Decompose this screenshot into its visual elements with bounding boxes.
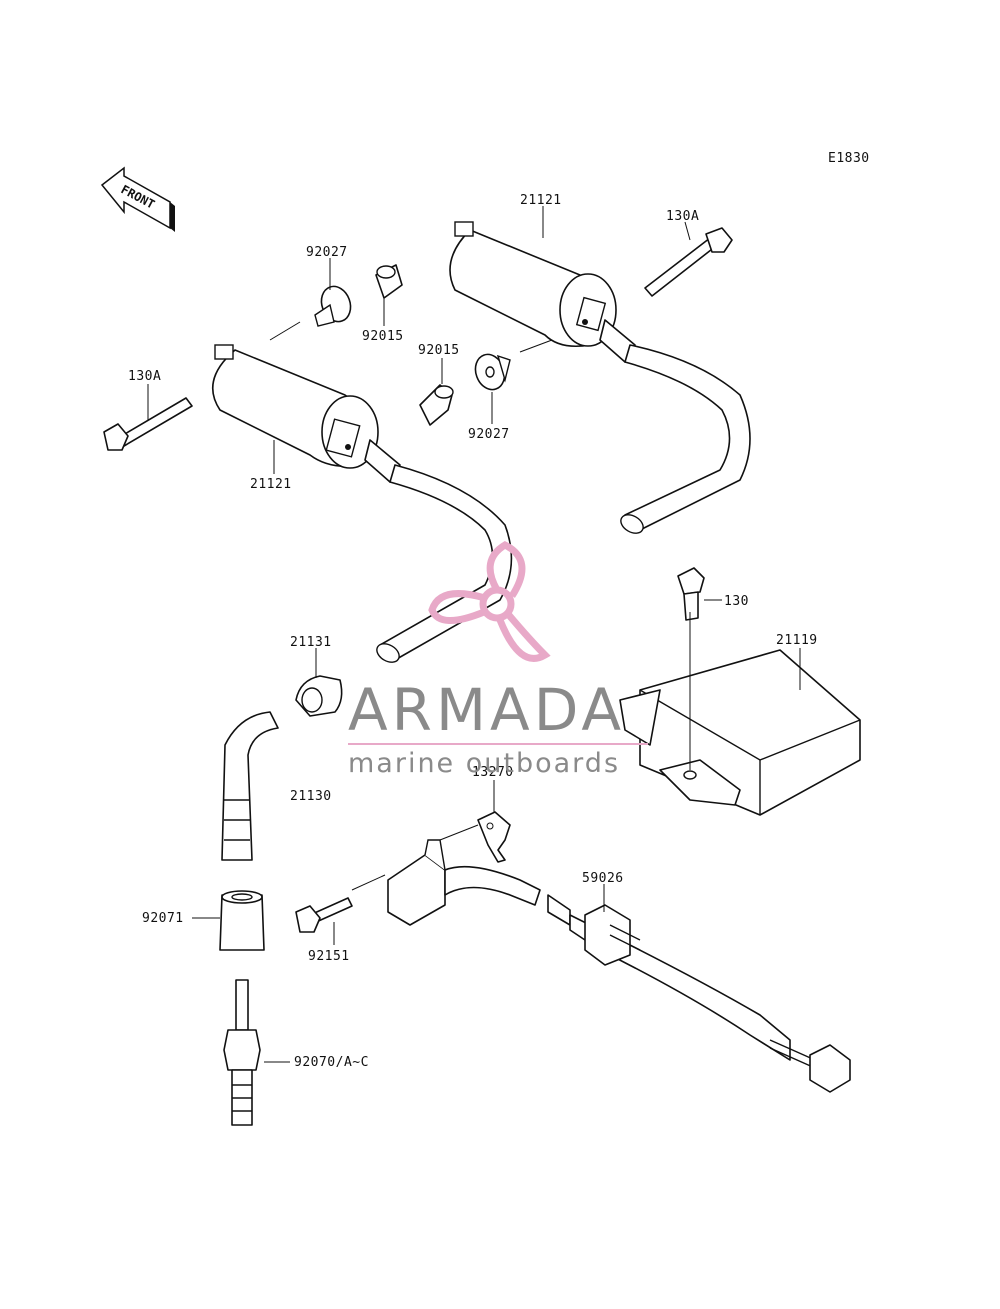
spark-plug-92070	[223, 979, 261, 1126]
bolt-130	[677, 567, 705, 621]
collar-92015-mid	[419, 384, 454, 426]
plug-boot-92071	[219, 890, 265, 951]
label-13270: 13270	[472, 765, 514, 780]
plug-cap-21131	[295, 675, 343, 717]
label-21130: 21130	[290, 789, 332, 804]
label-130A-upper: 130A	[666, 209, 699, 224]
ignition-coil-upper	[449, 221, 751, 534]
label-59026: 59026	[582, 871, 624, 886]
collar-92015-left	[375, 264, 403, 299]
plug-cord-21130	[221, 711, 279, 861]
label-92070: 92070/A~C	[294, 1055, 369, 1070]
diagram-code: E1830	[828, 151, 870, 166]
label-92015-mid: 92015	[418, 343, 460, 358]
label-130: 130	[724, 594, 749, 609]
label-21131: 21131	[290, 635, 332, 650]
label-130A-left: 130A	[128, 369, 161, 384]
label-21121-upper: 21121	[520, 193, 562, 208]
label-92015-left: 92015	[362, 329, 404, 344]
label-92151: 92151	[308, 949, 350, 964]
watermark-title: ARMADA	[348, 676, 625, 744]
igniter-unit-21119	[619, 649, 861, 816]
watermark-subtitle: marine outboards	[348, 748, 620, 779]
washer-92027-left	[314, 285, 352, 327]
propeller-logo-icon	[428, 541, 551, 662]
grommet-59026	[584, 904, 641, 966]
leader-lines	[147, 206, 801, 1063]
label-92071: 92071	[142, 911, 184, 926]
armada-watermark: ARMADA marine outboards	[348, 541, 648, 779]
screw-92151	[295, 897, 353, 933]
washer-92027-mid	[474, 353, 511, 391]
wire-connector	[769, 1039, 851, 1093]
label-92027-mid: 92027	[468, 427, 510, 442]
bolt-130A-upper	[644, 227, 733, 297]
label-92027-left: 92027	[306, 245, 348, 260]
bolt-130A-left	[103, 397, 193, 451]
label-21119: 21119	[776, 633, 818, 648]
front-arrow-icon: FRONT	[100, 166, 175, 232]
bracket-13270	[477, 811, 511, 863]
part-labels: 21121 130A 92027 92015 92015 92027 130A …	[128, 193, 818, 1070]
label-21121-lower: 21121	[250, 477, 292, 492]
